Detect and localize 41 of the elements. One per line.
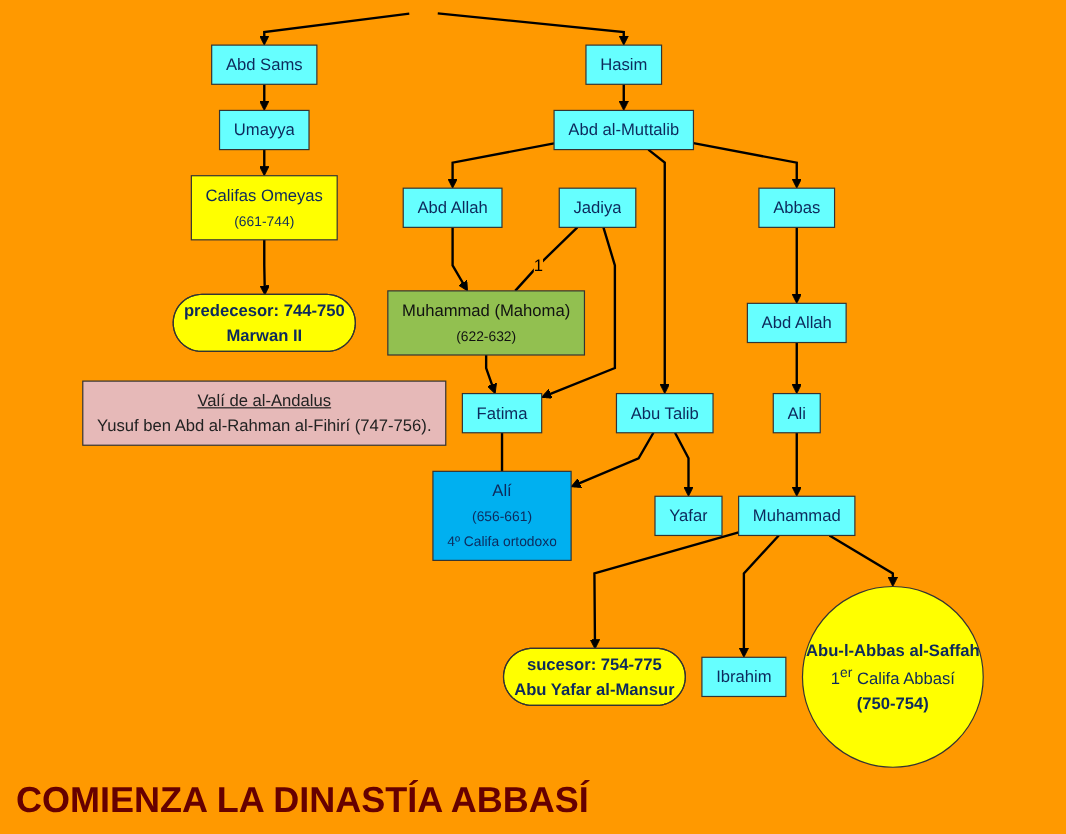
- arrow: [541, 227, 617, 399]
- name-box: Ali: [772, 393, 821, 434]
- name-box: Muhammad: [738, 495, 856, 537]
- arrow: [259, 12, 410, 46]
- arrow: [570, 432, 655, 488]
- arrow: [674, 432, 694, 497]
- connector-line: [514, 226, 579, 292]
- arrow: [618, 84, 629, 111]
- name-box: Abu Talib: [615, 393, 714, 434]
- arrow: [259, 149, 270, 177]
- name-box: Abbas: [758, 187, 836, 228]
- arrow: [791, 432, 802, 497]
- arrow: [259, 84, 270, 111]
- name-box: Fatima: [461, 393, 543, 434]
- name-box: Yafar: [654, 495, 723, 537]
- name-box: Umayya: [218, 109, 310, 151]
- arrow: [647, 148, 670, 395]
- name-box: Jadiya: [558, 187, 637, 228]
- name-box: Abd Allah: [402, 187, 503, 228]
- arrow: [791, 227, 802, 304]
- name-circle: Abu-l-Abbas al-Saffah 1$^{er}$ Califa Abbasí (750-754): [801, 585, 984, 768]
- arrow: [451, 227, 468, 292]
- arrow: [791, 342, 802, 395]
- connector-line: [500, 432, 504, 472]
- heading-text: COMIENZA LA DINASTÍA ABBASÍ: [16, 779, 589, 821]
- arrow: [437, 12, 629, 46]
- name-box: Abd Sams: [211, 44, 318, 85]
- arrow: [828, 534, 899, 587]
- arrow: [589, 531, 739, 650]
- name-box: Ibrahim: [701, 656, 787, 698]
- name-ellipse: predecesor: 744-750 Marwan II: [172, 293, 356, 353]
- note-box: Valí de al-Andalus Yusuf ben Abd al-Rahman al-Fihirí (747-756).: [82, 380, 447, 446]
- arrow: [738, 534, 780, 658]
- name-box: Hasim: [585, 44, 663, 85]
- arrow: [259, 239, 270, 296]
- arrow: [447, 142, 555, 189]
- arrow: [484, 355, 497, 395]
- name-box: Abd al-Muttalib: [553, 109, 695, 151]
- name-ellipse: sucesor: 754-775 Abu Yafar al-Mansur: [502, 647, 686, 706]
- name-box: Abd Allah: [746, 302, 847, 344]
- arrow: [693, 142, 802, 189]
